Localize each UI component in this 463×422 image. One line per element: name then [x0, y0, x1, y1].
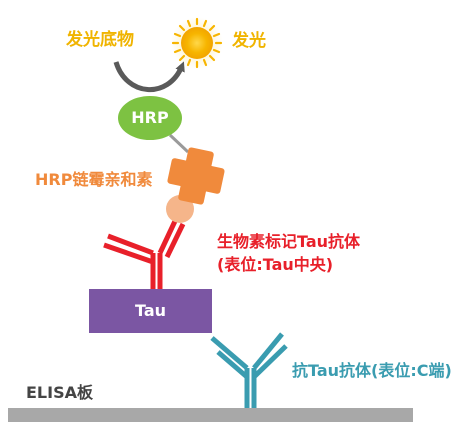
hrp-streptavidin-label: HRP链霉亲和素	[35, 170, 153, 189]
elisa-plate	[8, 408, 413, 422]
light-emission-icon	[171, 17, 223, 69]
tau-protein	[89, 289, 212, 333]
biotin-antibody-epitope-label: (表位:Tau中央)	[217, 255, 334, 274]
biotin-antibody-label: 生物素标记Tau抗体	[217, 232, 361, 251]
elisa-plate-label: ELISA板	[26, 383, 93, 402]
emission-label: 发光	[232, 31, 266, 51]
hrp-label: HRP	[131, 108, 169, 127]
biotin	[166, 195, 194, 223]
streptavidin	[167, 147, 225, 205]
reaction-arrow	[113, 61, 185, 93]
tau-label: Tau	[134, 301, 167, 320]
hrp-linker	[168, 133, 190, 154]
anti-tau-antibody-label: 抗Tau抗体(表位:C端)	[292, 361, 452, 380]
hrp-enzyme	[118, 96, 182, 140]
substrate-label: 发光底物	[66, 30, 134, 50]
biotin-tau-antibody	[103, 217, 186, 290]
anti-tau-capture-antibody	[210, 332, 288, 408]
